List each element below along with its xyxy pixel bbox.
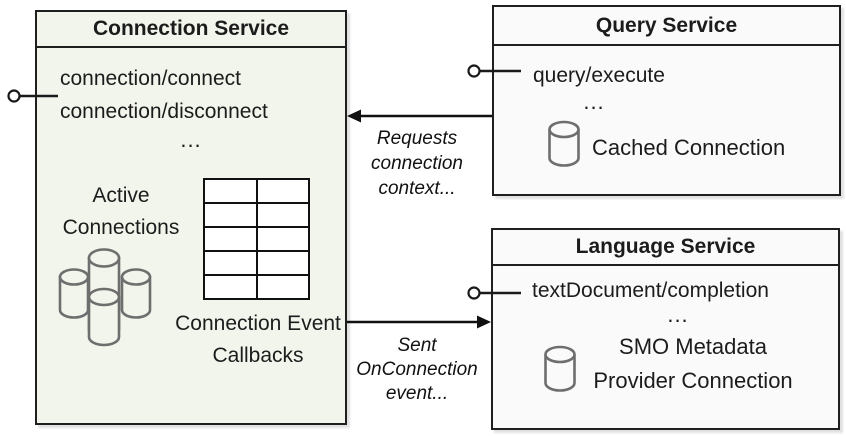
query-methods-ellipsis: ... [583, 89, 605, 114]
connection-methods-ellipsis: ... [180, 127, 202, 152]
table-cell [257, 228, 308, 250]
requests-connection-arrow [347, 109, 492, 123]
language-service-box: Language Service textDocument/completion… [491, 228, 840, 430]
table-cell [205, 180, 256, 202]
sent-onconnection-arrow [347, 315, 491, 329]
query-service-title: Query Service [494, 7, 839, 46]
cached-connection-label: Cached Connection [592, 135, 786, 160]
sent-edge-label: Sent OnConnection event... [356, 335, 478, 404]
table-cell [205, 228, 256, 250]
smo-metadata-provider-label: SMO Metadata Provider Connection [593, 334, 793, 393]
table-cell [257, 204, 308, 226]
requests-edge-label: Requests connection context... [371, 128, 463, 199]
table-cell [205, 276, 256, 298]
database-icon [548, 120, 580, 167]
table-cell [205, 252, 256, 274]
connection-service-box: Connection Service connection/connect co… [35, 10, 347, 425]
language-methods-ellipsis: ... [667, 302, 689, 327]
method-query-execute: query/execute [533, 64, 665, 87]
table-cell [205, 204, 256, 226]
connection-event-callbacks-label: Connection Event Callbacks [175, 312, 341, 367]
connection-service-title: Connection Service [37, 12, 345, 48]
table-cell [257, 180, 308, 202]
table-cell [257, 276, 308, 298]
table-cell [257, 252, 308, 274]
table-grid-icon [203, 178, 310, 300]
active-connections-label: Active Connections [62, 184, 180, 239]
database-cluster-icon [58, 248, 152, 347]
query-service-box: Query Service query/execute ... Cached C… [492, 5, 841, 196]
method-textdocument-completion: textDocument/completion [532, 279, 769, 302]
method-connection-disconnect: connection/disconnect [60, 100, 268, 123]
language-service-title: Language Service [493, 230, 838, 266]
method-connection-connect: connection/connect [60, 67, 241, 90]
database-icon [544, 345, 576, 392]
